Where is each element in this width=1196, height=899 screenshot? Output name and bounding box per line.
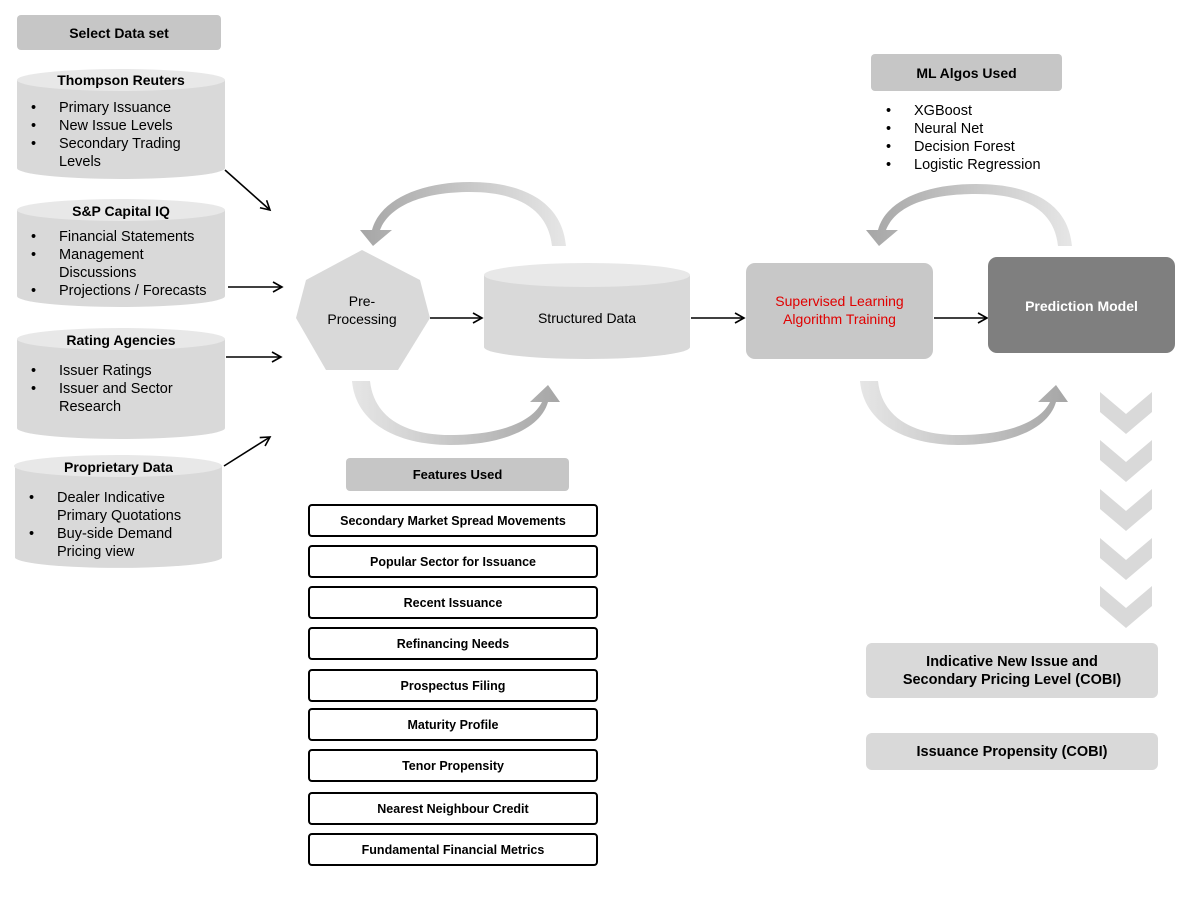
source-list-proprietary-data: Dealer Indicative Primary Quotations Buy… bbox=[29, 489, 199, 561]
list-item: Financial Statements bbox=[31, 228, 225, 246]
arrow-source4 bbox=[223, 436, 272, 467]
feature-box: Recent Issuance bbox=[308, 586, 598, 619]
select-data-set-header: Select Data set bbox=[17, 15, 221, 50]
feature-box: Prospectus Filing bbox=[308, 669, 598, 702]
prediction-model-label: Prediction Model bbox=[1025, 298, 1138, 314]
list-item: Secondary Trading Levels bbox=[31, 135, 211, 171]
list-item: Issuer Ratings bbox=[31, 362, 196, 380]
output-issuance-propensity: Issuance Propensity (COBI) bbox=[866, 733, 1158, 770]
feature-box: Popular Sector for Issuance bbox=[308, 545, 598, 578]
list-item: XGBoost bbox=[886, 102, 1086, 120]
list-item: Decision Forest bbox=[886, 138, 1086, 156]
list-item: New Issue Levels bbox=[31, 117, 211, 135]
feature-box: Secondary Market Spread Movements bbox=[308, 504, 598, 537]
cycle-arrow-bottom-right bbox=[860, 381, 1068, 445]
preprocessing-heptagon bbox=[296, 250, 430, 370]
feature-box: Tenor Propensity bbox=[308, 749, 598, 782]
list-item: Management Discussions bbox=[31, 246, 159, 282]
list-item: Projections / Forecasts bbox=[31, 282, 225, 300]
cycle-arrow-top-left bbox=[360, 182, 566, 246]
preprocessing-label: Pre-Processing bbox=[327, 293, 397, 327]
ml-algos-list: XGBoost Neural Net Decision Forest Logis… bbox=[886, 102, 1086, 174]
cycle-arrow-bottom-left bbox=[352, 381, 560, 445]
features-used-header: Features Used bbox=[346, 458, 569, 491]
list-item: Buy-side Demand Pricing view bbox=[29, 525, 199, 561]
supervised-box bbox=[746, 263, 933, 359]
feature-box: Refinancing Needs bbox=[308, 627, 598, 660]
source-title-sp-capital-iq: S&P Capital IQ bbox=[72, 203, 170, 219]
output-pricing-level: Indicative New Issue and Secondary Prici… bbox=[866, 643, 1158, 698]
list-item: Primary Issuance bbox=[31, 99, 211, 117]
list-item: Issuer and Sector Research bbox=[31, 380, 196, 416]
source-title-proprietary-data: Proprietary Data bbox=[64, 459, 173, 475]
list-item: Neural Net bbox=[886, 120, 1086, 138]
chevron-stack bbox=[1100, 392, 1152, 628]
source-list-sp-capital-iq: Financial Statements Management Discussi… bbox=[31, 228, 225, 300]
ml-algos-header: ML Algos Used bbox=[871, 54, 1062, 91]
supervised-training-label: Supervised Learning Algorithm Training bbox=[775, 293, 904, 327]
structured-data-label: Structured Data bbox=[537, 310, 637, 326]
source-list-thompson-reuters: Primary Issuance New Issue Levels Second… bbox=[31, 99, 211, 171]
source-title-thompson-reuters: Thompson Reuters bbox=[57, 72, 185, 88]
prediction-box bbox=[988, 257, 1175, 353]
cycle-arrow-top-right bbox=[866, 184, 1072, 246]
feature-box: Maturity Profile bbox=[308, 708, 598, 741]
source-title-rating-agencies: Rating Agencies bbox=[66, 332, 176, 348]
structured-data-cylinder bbox=[484, 263, 690, 359]
list-item: Dealer Indicative Primary Quotations bbox=[29, 489, 199, 525]
arrow-source1 bbox=[224, 169, 272, 212]
list-item: Logistic Regression bbox=[886, 156, 1086, 174]
source-list-rating-agencies: Issuer Ratings Issuer and Sector Researc… bbox=[31, 362, 196, 416]
feature-box: Nearest Neighbour Credit bbox=[308, 792, 598, 825]
feature-box: Fundamental Financial Metrics bbox=[308, 833, 598, 866]
